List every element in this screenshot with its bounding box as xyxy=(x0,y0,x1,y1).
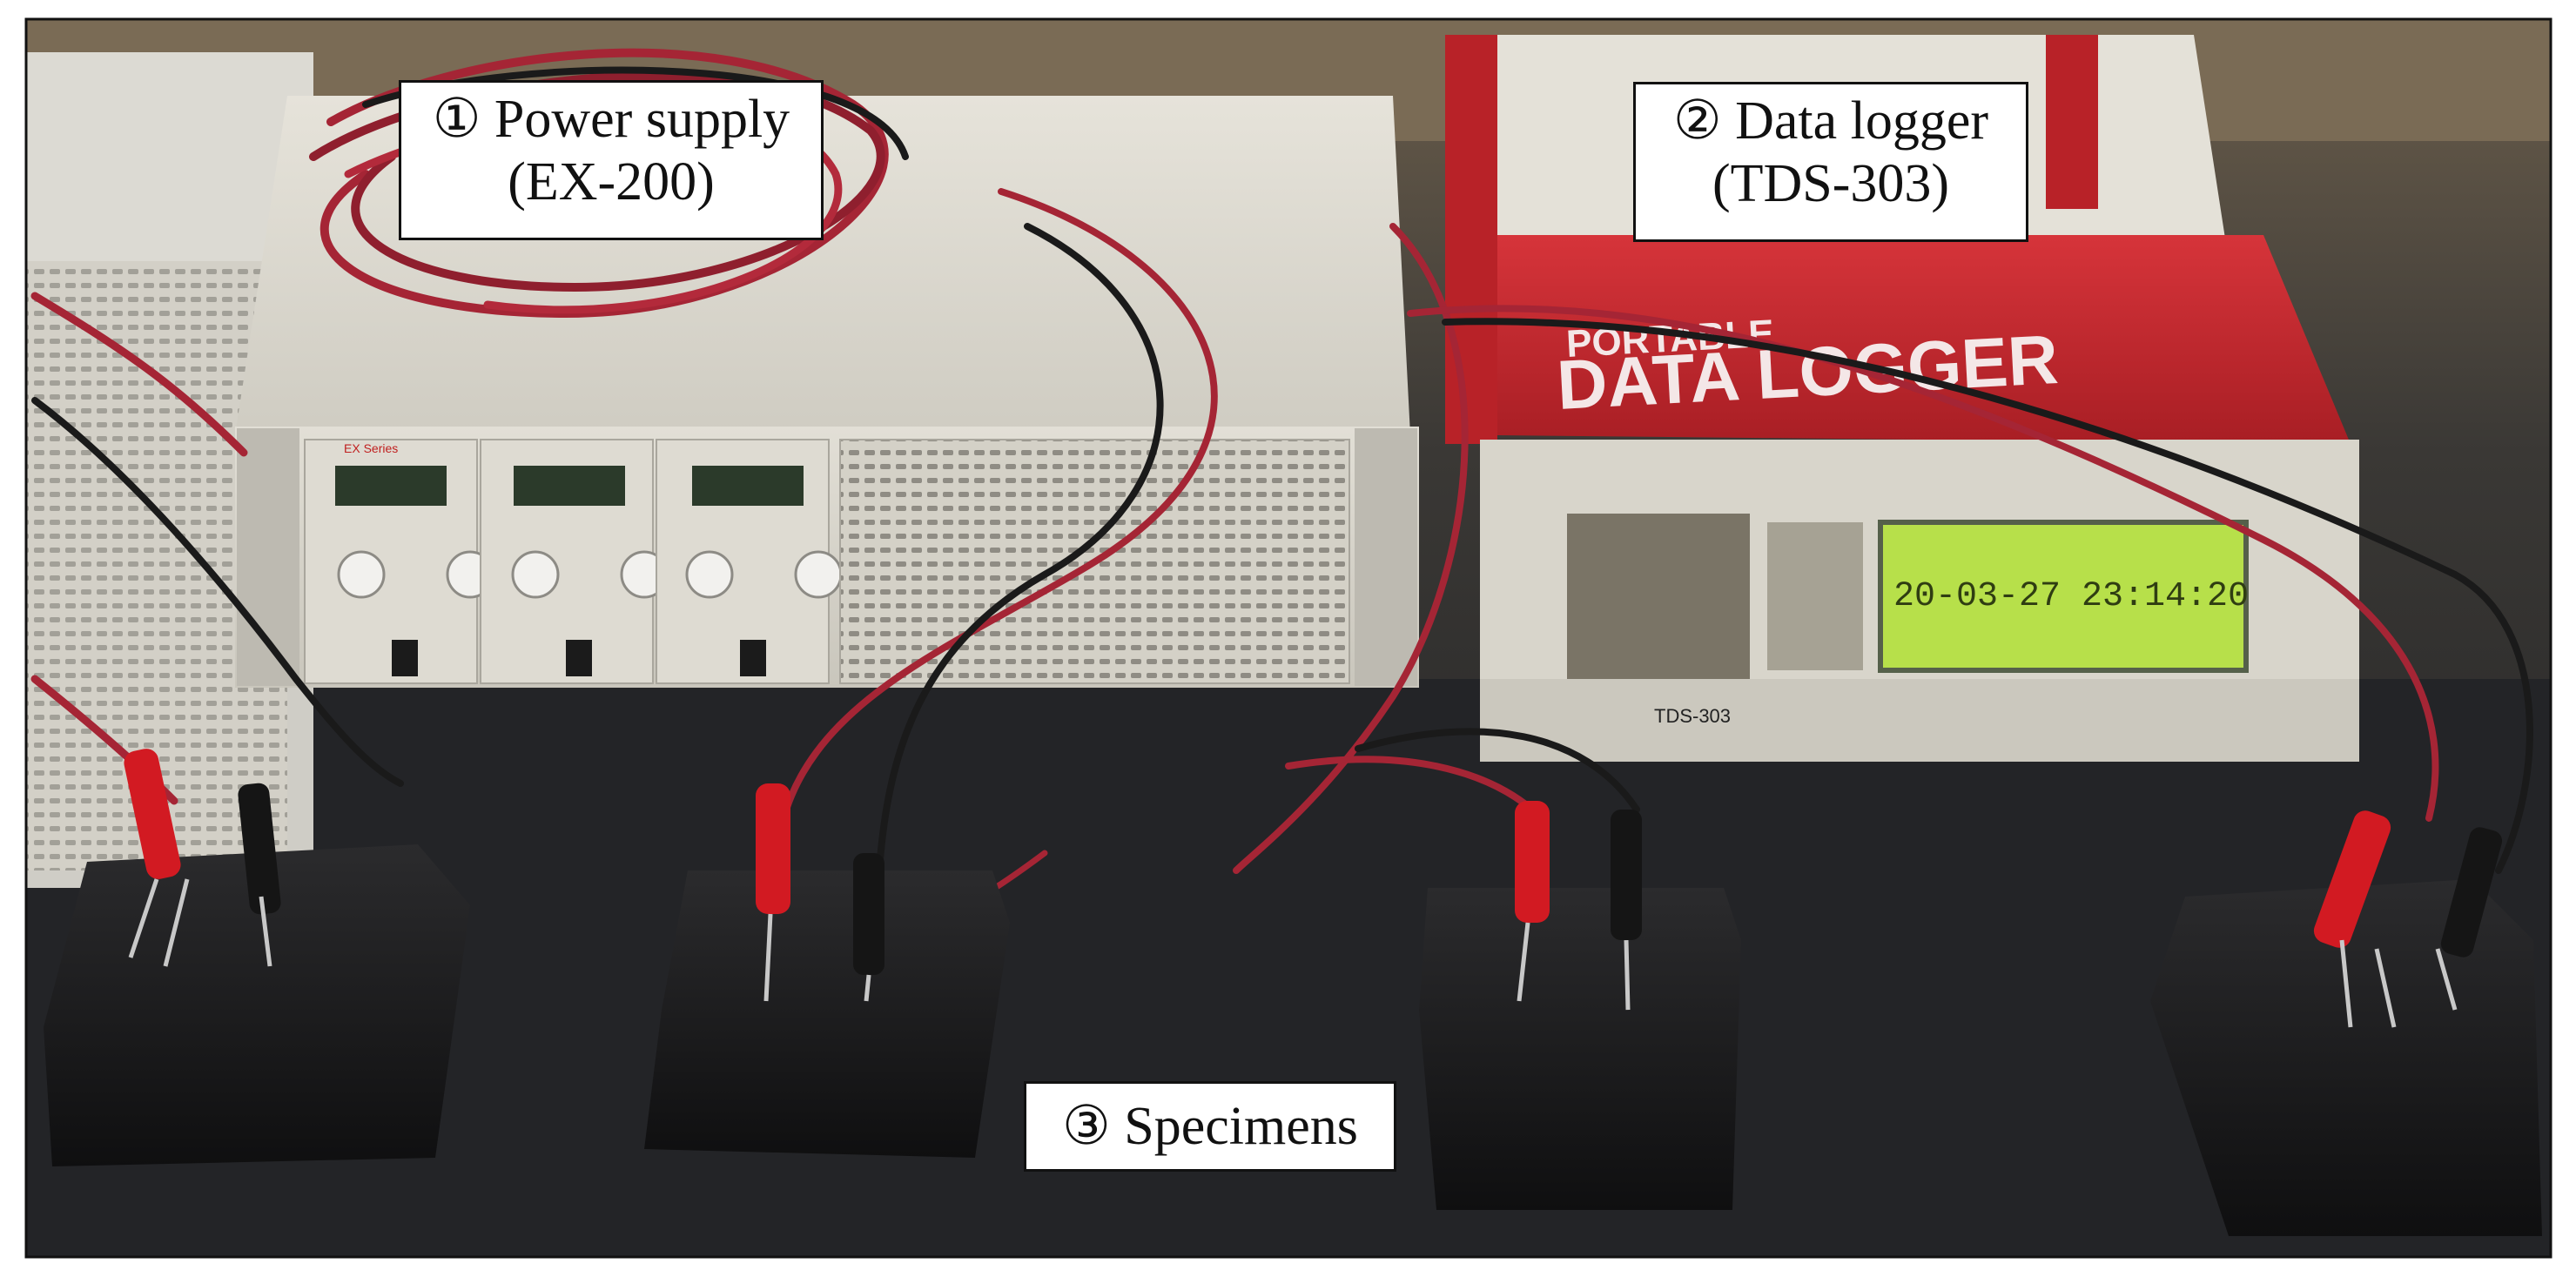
label-specimens: ③ Specimens xyxy=(1024,1081,1396,1172)
psu-module-2 xyxy=(480,439,669,684)
logger-model-label: TDS-303 xyxy=(1654,705,1731,727)
label-data-logger-line2: (TDS-303) xyxy=(1712,154,1950,213)
logger-lcd-screen xyxy=(1878,520,2249,673)
specimen-4 xyxy=(2150,810,2542,1236)
label-power-supply: ① Power supply (EX-200) xyxy=(399,80,824,240)
label-power-supply-line1: ① Power supply xyxy=(432,90,790,149)
label-specimens-line1: ③ Specimens xyxy=(1062,1097,1358,1156)
specimen-1 xyxy=(44,749,470,1166)
specimen-2 xyxy=(644,783,1010,1158)
label-data-logger: ② Data logger (TDS-303) xyxy=(1633,82,2028,242)
label-power-supply-line2: (EX-200) xyxy=(508,152,715,212)
psu-brand-text: EX Series xyxy=(344,441,398,455)
psu-module-1 xyxy=(304,439,494,684)
specimen-3 xyxy=(1419,801,1741,1210)
photo-border xyxy=(24,17,2552,1259)
logger-lcd-text: 20-03-27 23:14:20 xyxy=(1893,577,2249,616)
label-data-logger-line1: ② Data logger xyxy=(1672,91,1988,151)
power-supply-unit: EX Series xyxy=(235,96,1419,688)
psu-module-3 xyxy=(656,439,843,684)
